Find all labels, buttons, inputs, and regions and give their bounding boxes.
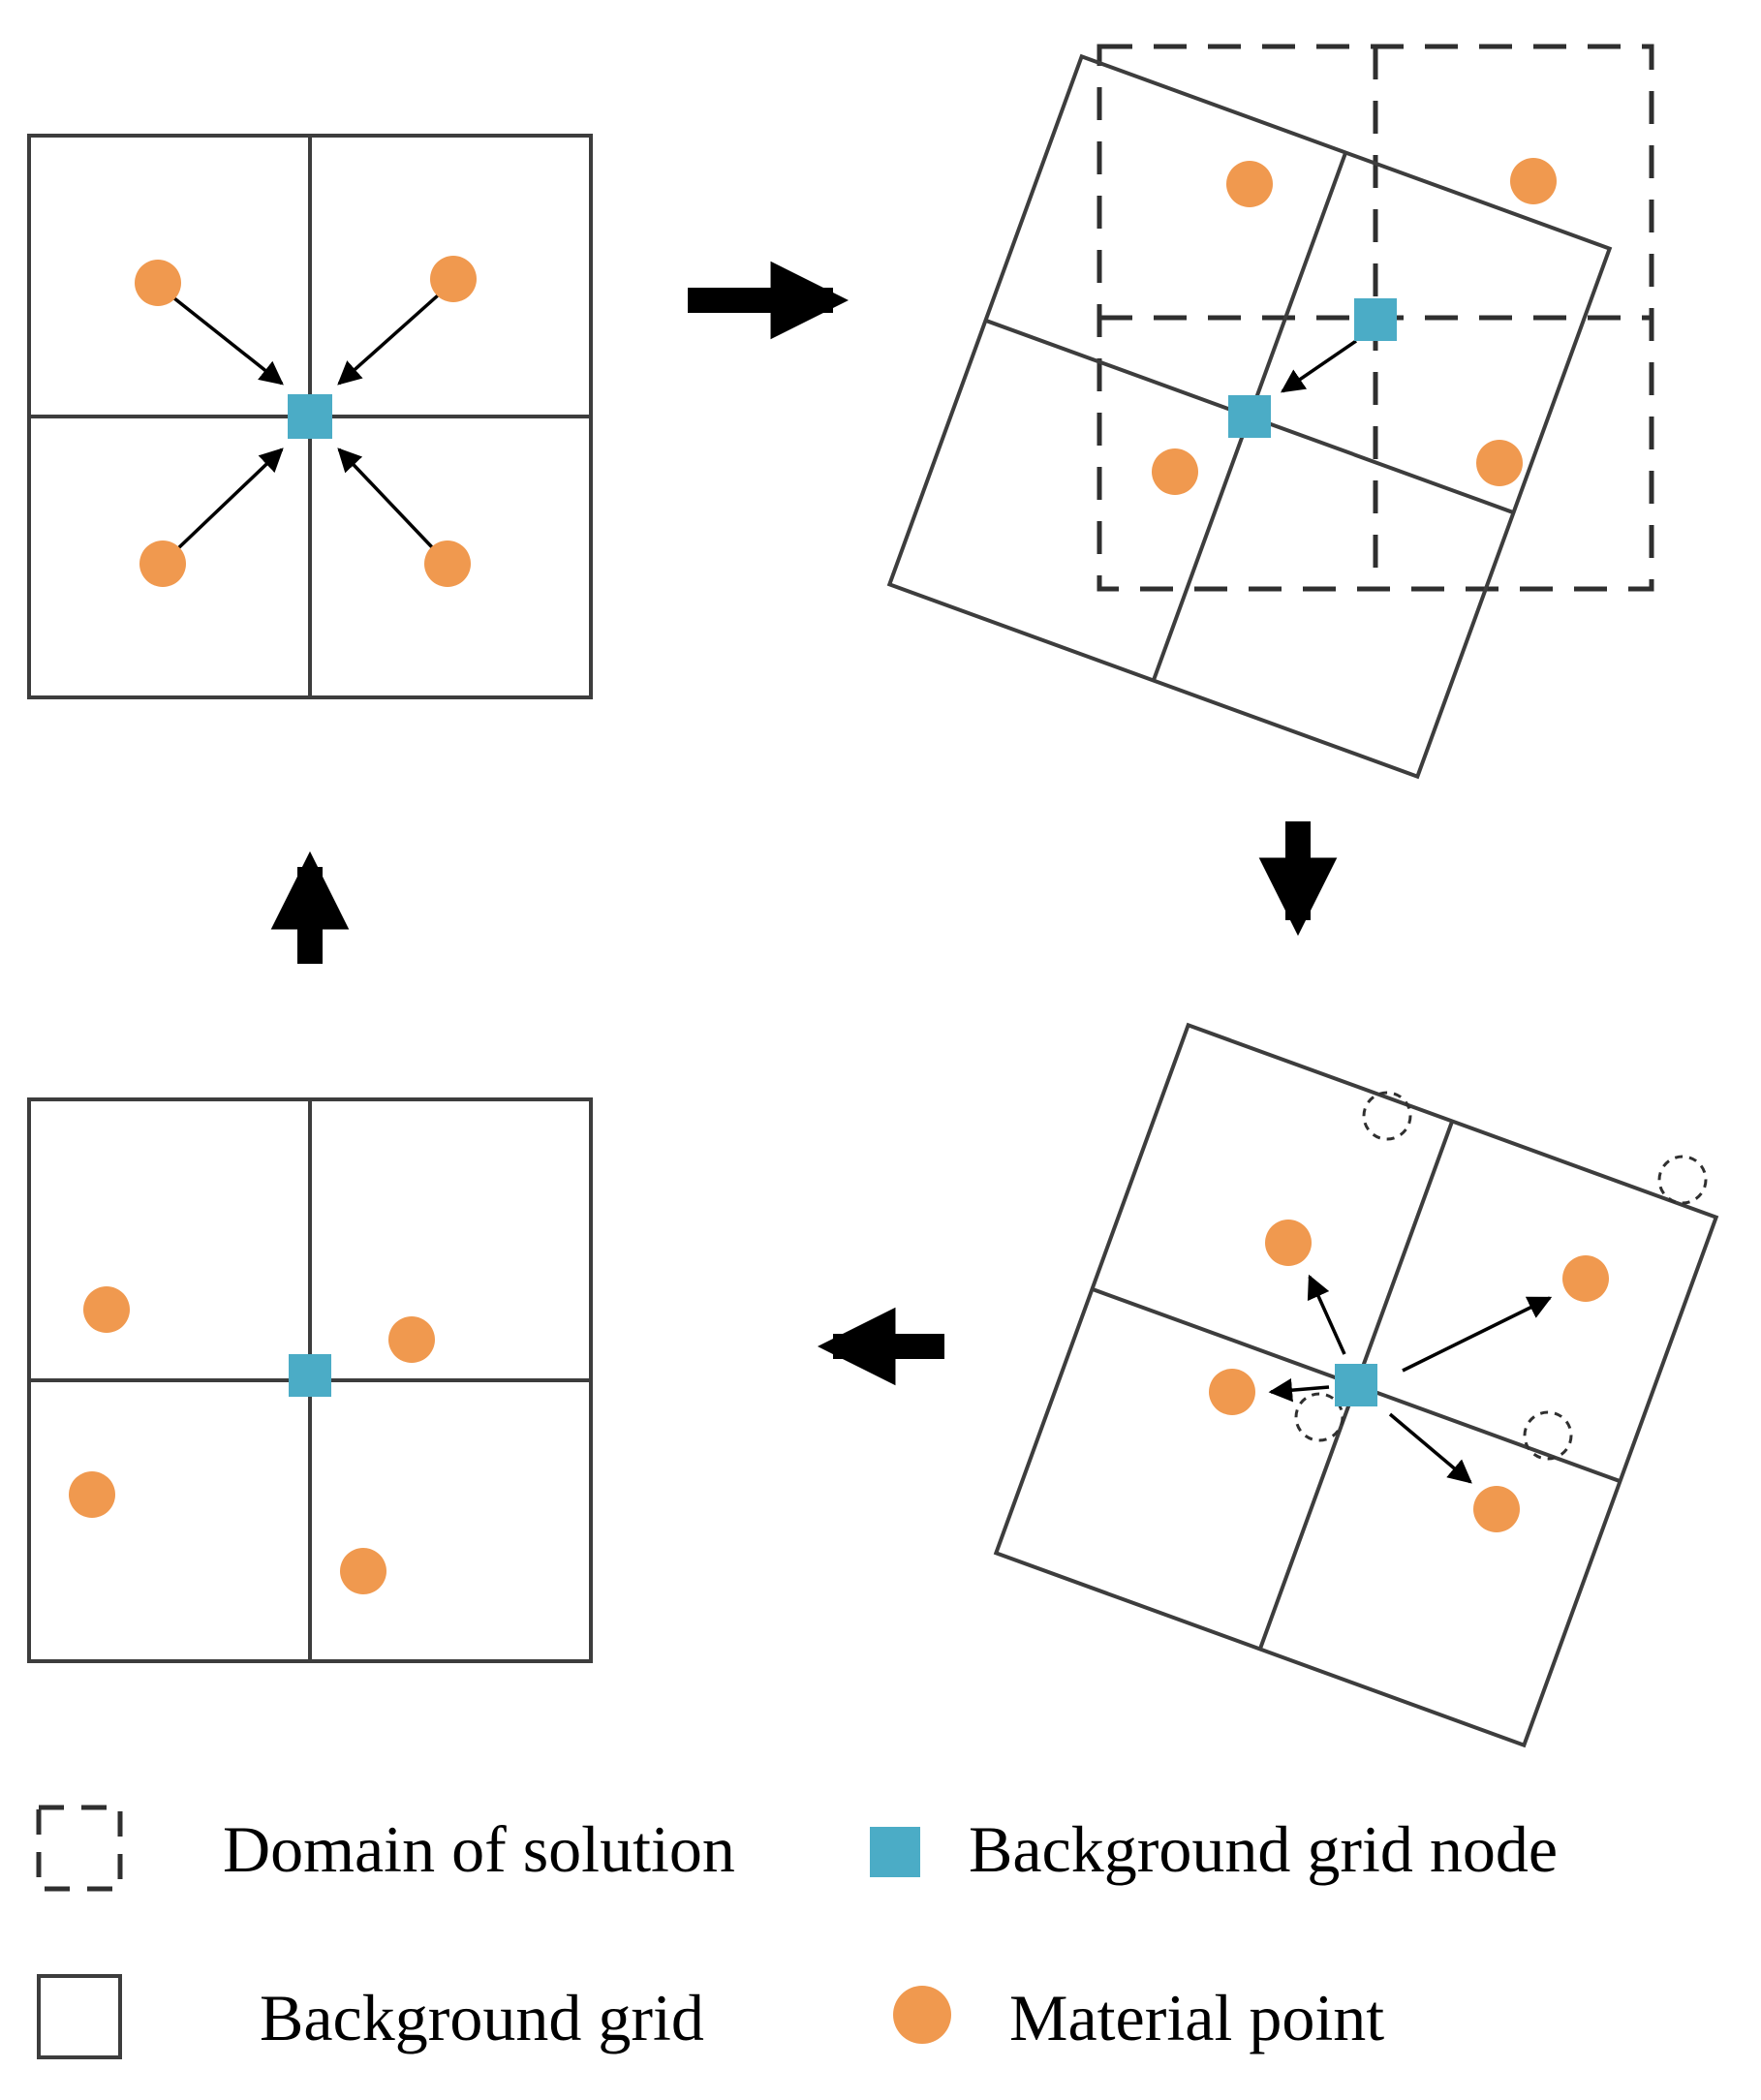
material-point (139, 540, 186, 587)
grid-node (1228, 395, 1271, 438)
mapping-arrow (1388, 1412, 1472, 1484)
grid-node (288, 394, 332, 439)
grid-node (289, 1354, 331, 1397)
legend-label-material-point: Material point (1009, 1981, 1384, 2054)
material-point (1152, 448, 1198, 495)
solid-square-icon (37, 1974, 122, 2059)
material-point (388, 1316, 435, 1363)
material-point (1226, 161, 1273, 207)
material-point (424, 540, 471, 587)
mapping-arrow (172, 296, 284, 386)
panel-particle-to-grid (27, 134, 593, 699)
mapping-arrow (1402, 1296, 1553, 1373)
material-point (1510, 158, 1557, 204)
material-point (135, 260, 181, 306)
panel-updated-particles (27, 1097, 593, 1663)
material-point-previous-position (1657, 1155, 1708, 1205)
mapping-arrow (176, 448, 284, 550)
material-point (1265, 1220, 1312, 1266)
grid-node (1354, 298, 1397, 341)
material-point (1209, 1369, 1255, 1415)
dashed-square-icon (36, 1805, 123, 1892)
material-point (83, 1286, 130, 1333)
material-point (69, 1471, 115, 1518)
panel-grid-solution (886, 44, 1654, 780)
legend-label-domain-of-solution: Domain of solution (223, 1812, 735, 1886)
grid-node-icon (870, 1827, 920, 1877)
mapping-arrow (337, 293, 440, 386)
legend-label-background-grid-node: Background grid node (969, 1812, 1558, 1886)
panel-grid-to-particle (993, 1022, 1719, 1748)
material-point (1562, 1255, 1609, 1302)
mapping-arrow (1307, 1274, 1346, 1355)
grid-node (1335, 1364, 1377, 1406)
mapping-arrow (337, 448, 435, 550)
mapping-arrow (1268, 1377, 1330, 1403)
material-point (430, 256, 477, 302)
material-point-previous-position (1362, 1091, 1412, 1141)
legend-label-background-grid: Background grid (260, 1981, 704, 2054)
material-point-icon (893, 1986, 951, 2044)
material-point-previous-position (1523, 1410, 1573, 1461)
material-point (340, 1548, 386, 1594)
legend: Domain of solution Background grid node … (36, 1805, 1558, 2059)
material-point (1473, 1486, 1520, 1532)
material-point-previous-position (1294, 1392, 1344, 1442)
material-point (1476, 440, 1523, 486)
node-motion-arrow (1280, 339, 1357, 393)
